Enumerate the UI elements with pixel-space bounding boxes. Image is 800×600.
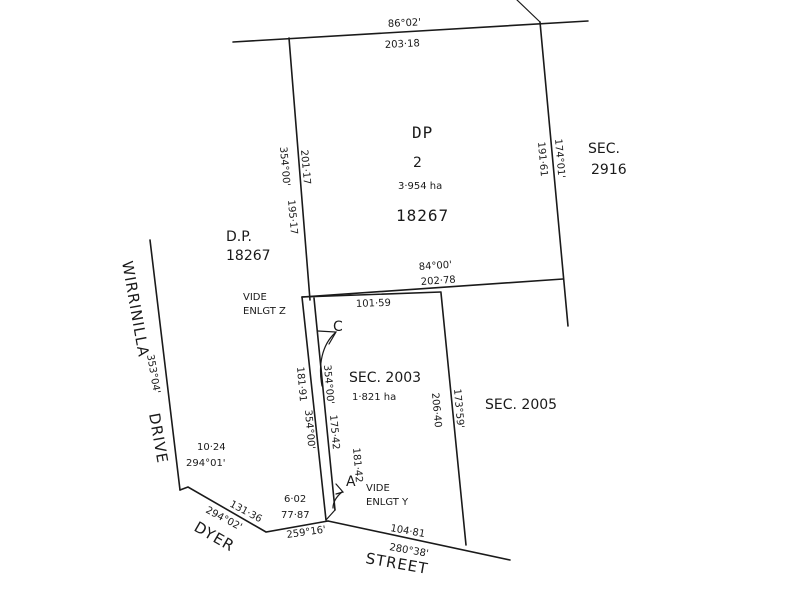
- dim-wirr-bearing: 353°04': [144, 354, 162, 395]
- dim-inner-short: 181·42: [350, 447, 364, 483]
- dim-left-length-1: 201·17: [298, 149, 312, 185]
- dim-street-bearing-left: 259°16': [286, 525, 327, 541]
- leader-lines: [317, 330, 345, 509]
- sec-2916-line2: 2916: [591, 162, 627, 178]
- vide-y-line1: VIDE: [366, 483, 390, 494]
- arrow-c: [317, 330, 338, 345]
- dim-inner-bearing: 354°00': [321, 364, 335, 404]
- dp-left-line1: D.P.: [226, 229, 252, 245]
- point-c-label: C: [333, 319, 343, 335]
- dim-top-bearing: 86°02': [388, 17, 422, 30]
- dim-top-length: 203·18: [385, 38, 421, 51]
- dim-s2003-left-length: 181·91: [294, 366, 308, 402]
- leader-c: [319, 332, 336, 387]
- top-boundary: [232, 20, 589, 43]
- mid-boundary: [301, 278, 564, 298]
- dim-inner-length: 175·42: [327, 414, 341, 450]
- dim-corner-length: 10·24: [197, 442, 226, 453]
- vide-y-line2: ENLGT Y: [366, 497, 409, 508]
- dim-s2005-length: 206·40: [429, 392, 443, 428]
- dim-small-length-2: 77·87: [281, 510, 310, 521]
- boundary-lines: [149, 0, 589, 561]
- dyer-street-line: [179, 486, 329, 533]
- dim-right-bearing: 174°01': [552, 138, 566, 178]
- dp-left-line2: 18267: [226, 248, 271, 264]
- dim-small-length: 6·02: [284, 494, 306, 505]
- sec-2916-line1: SEC.: [588, 141, 620, 157]
- road-drive: DRIVE: [145, 412, 172, 465]
- wirrinilla-drive-line: [149, 239, 181, 491]
- sec-2003-top-line: [301, 291, 442, 298]
- dim-corner-bearing: 294°01': [186, 458, 226, 469]
- sec-2003-left-boundary: [301, 296, 327, 521]
- dim-mid-bearing: 84°00': [418, 260, 452, 273]
- vide-z-line2: ENLGT Z: [243, 306, 286, 317]
- lot-dp-number: 18267: [396, 206, 449, 225]
- arrow-a: [335, 483, 345, 495]
- lot-number: 2: [413, 155, 422, 171]
- lot-2-left-boundary: [288, 37, 311, 301]
- sec-2005-label: SEC. 2005: [485, 397, 557, 413]
- point-a-label: A: [346, 474, 356, 490]
- vide-z-line1: VIDE: [243, 292, 267, 303]
- sec-2003-label: SEC. 2003: [349, 370, 421, 386]
- sec-2005-left-boundary: [440, 292, 467, 546]
- lot-dp-prefix: DP: [412, 123, 433, 142]
- dim-mid-length: 202·78: [420, 275, 456, 288]
- dim-right-length: 191·61: [535, 141, 549, 177]
- dim-left-bearing: 354°00': [277, 146, 291, 186]
- sec-2003-area: 1·821 ha: [352, 392, 396, 403]
- top-right-offcut: [516, 0, 541, 23]
- inner-boundary: [313, 297, 336, 511]
- street-frontage-line: [327, 520, 511, 561]
- road-wirrinilla: WIRRINILLA: [118, 260, 153, 359]
- dim-sec2003-top: 101·59: [356, 298, 391, 310]
- dim-left-length-2: 195·17: [285, 199, 299, 235]
- lot-area: 3·954 ha: [398, 181, 442, 192]
- lot-2-right-boundary: [539, 21, 569, 327]
- corner-stub: [325, 509, 336, 521]
- dim-s2003-left-bearing: 354°00': [302, 409, 316, 449]
- dim-s2005-bearing: 173°59': [451, 388, 465, 428]
